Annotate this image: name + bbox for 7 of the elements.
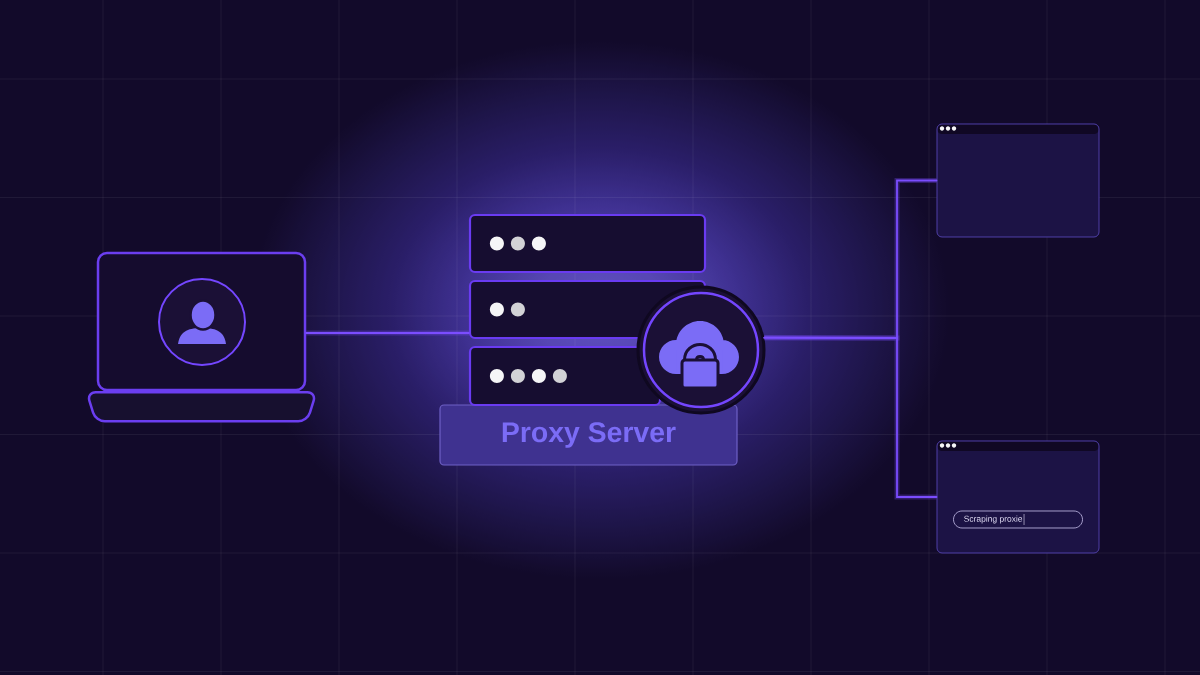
server-unit (468, 213, 707, 274)
browser-window (936, 123, 1100, 238)
connector-line (763, 335, 938, 500)
browser-window (936, 440, 1100, 554)
connector-line (305, 330, 470, 336)
label-box: Proxy Server (439, 404, 738, 466)
search-field: Scraping proxie (953, 510, 1083, 529)
